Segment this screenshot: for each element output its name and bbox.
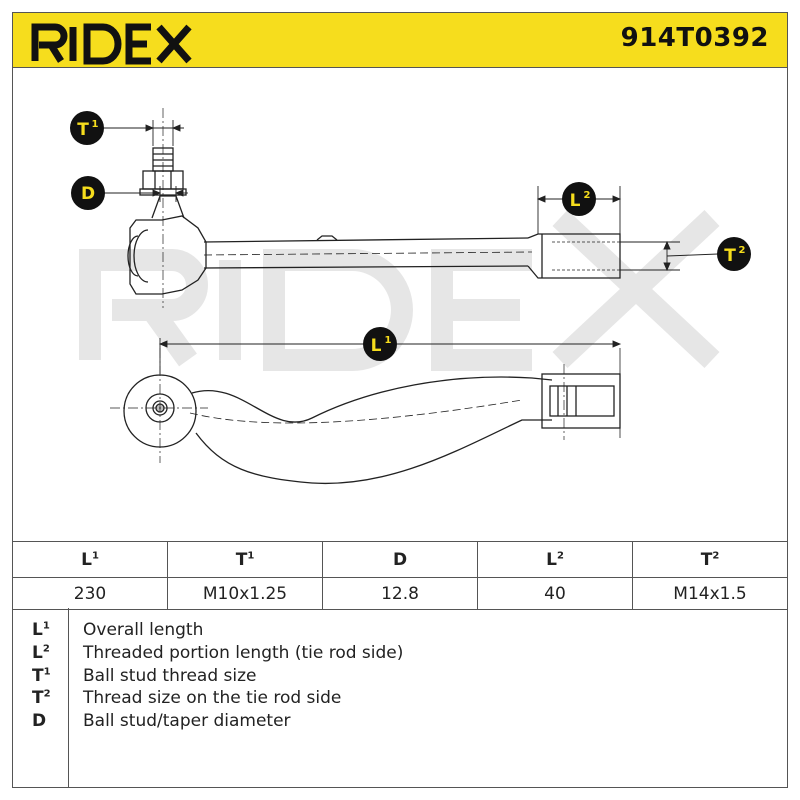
- legend-text: Ball stud/taper diameter: [83, 711, 291, 731]
- svg-text:L: L: [371, 336, 382, 356]
- legend-item: T1 Ball stud thread size: [12, 666, 788, 688]
- svg-text:T: T: [724, 246, 736, 266]
- spec-table: L1 T1 D L2 T2 230 M10x1.25 12.8 40 M14x1…: [12, 541, 788, 610]
- label-t1: T 1: [70, 111, 104, 145]
- value-t1: M10x1.25: [167, 577, 323, 610]
- legend-divider: [68, 608, 69, 788]
- label-l2: L 2: [562, 182, 596, 216]
- legend-code: T2: [32, 688, 51, 708]
- label-d: D: [71, 176, 105, 210]
- svg-text:1: 1: [92, 119, 99, 130]
- col-header-l1: L1: [12, 541, 168, 578]
- legend-code: T1: [32, 666, 51, 686]
- legend-code: L2: [32, 643, 50, 663]
- legend: L1 Overall length L2 Threaded portion le…: [12, 608, 788, 788]
- col-header-l2: L2: [477, 541, 633, 578]
- side-view: [127, 108, 621, 308]
- svg-text:T: T: [77, 120, 89, 140]
- svg-text:1: 1: [385, 335, 392, 346]
- legend-text: Ball stud thread size: [83, 666, 257, 686]
- ridex-logo: [31, 23, 192, 65]
- legend-item: L1 Overall length: [12, 620, 788, 642]
- col-header-t1: T1: [167, 541, 323, 578]
- svg-text:L: L: [570, 191, 581, 211]
- svg-text:2: 2: [584, 190, 591, 201]
- legend-code: D: [32, 711, 47, 731]
- legend-item: T2 Thread size on the tie rod side: [12, 688, 788, 710]
- svg-text:D: D: [81, 184, 95, 204]
- part-number: 914T0392: [620, 23, 769, 53]
- col-header-t2: T2: [632, 541, 788, 578]
- legend-text: Overall length: [83, 620, 204, 640]
- ridex-watermark: [79, 209, 720, 371]
- legend-text: Thread size on the tie rod side: [83, 688, 342, 708]
- label-l1: L 1: [363, 327, 397, 361]
- spec-table-header-row: L1 T1 D L2 T2: [12, 541, 788, 578]
- value-l2: 40: [477, 577, 633, 610]
- value-t2: M14x1.5: [632, 577, 788, 610]
- header-bar: 914T0392: [12, 12, 788, 68]
- value-d: 12.8: [322, 577, 478, 610]
- spec-table-value-row: 230 M10x1.25 12.8 40 M14x1.5: [12, 577, 788, 610]
- value-l1: 230: [12, 577, 168, 610]
- legend-item: D Ball stud/taper diameter: [12, 711, 788, 733]
- legend-item: L2 Threaded portion length (tie rod side…: [12, 643, 788, 665]
- legend-text: Threaded portion length (tie rod side): [83, 643, 404, 663]
- legend-code: L1: [32, 620, 50, 640]
- label-t2: T 2: [717, 237, 751, 271]
- col-header-d: D: [322, 541, 478, 578]
- svg-text:2: 2: [739, 245, 746, 256]
- technical-drawing: T 1 D L 2 T 2 L 1: [70, 108, 751, 485]
- top-view: [110, 348, 621, 485]
